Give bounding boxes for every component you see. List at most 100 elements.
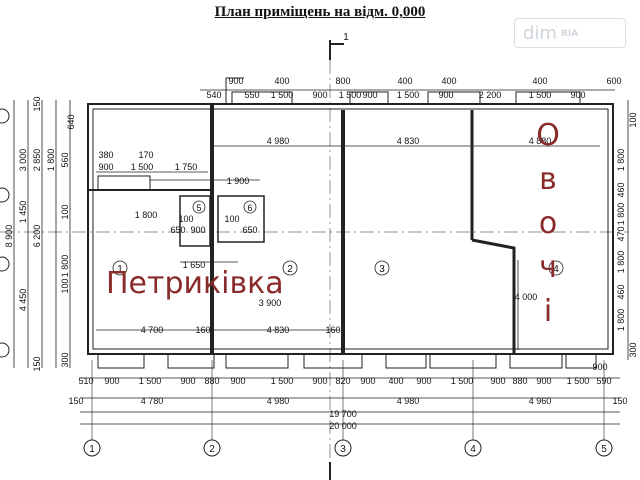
dimension-label: 900 xyxy=(360,376,375,386)
dimension-label: 1 800 xyxy=(616,251,626,274)
dimension-label: 100 xyxy=(178,214,193,224)
dimension-label: 160 xyxy=(195,325,210,335)
dimension-label: 1 500 xyxy=(339,90,362,100)
dimension-label: 900 xyxy=(190,225,205,235)
dimension-label: 510 xyxy=(78,376,93,386)
dimension-label: 1 800 xyxy=(616,309,626,332)
dimension-label: 150 xyxy=(32,356,42,371)
dimension-label: 650 xyxy=(170,225,185,235)
dimension-label: 4 960 xyxy=(529,396,552,406)
dimension-label: 400 xyxy=(441,76,456,86)
dimension-label: 4 830 xyxy=(397,136,420,146)
dimension-label: 150 xyxy=(32,96,42,111)
dimension-label: 4 450 xyxy=(18,289,28,312)
dimension-label: 2 200 xyxy=(479,90,502,100)
produce-letter: в xyxy=(539,162,557,197)
dimension-label: 470 xyxy=(616,226,626,241)
dimension-label: 800 xyxy=(335,76,350,86)
dimension-label: 6 200 xyxy=(32,225,42,248)
dimension-label: 1 450 xyxy=(18,201,28,224)
dimension-label: 160 xyxy=(325,325,340,335)
dimension-label: 640 xyxy=(66,114,76,129)
room-number-4: 4 xyxy=(553,264,559,275)
room-number-3: 3 xyxy=(379,264,385,275)
produce-letter: і xyxy=(543,294,553,329)
dimension-label: 650 xyxy=(242,225,257,235)
dimension-label: 1 800 xyxy=(46,149,56,172)
produce-overlay: О в о ч і xyxy=(528,114,568,334)
dimension-label: 4 700 xyxy=(141,325,164,335)
watermark-sub: RIA xyxy=(560,29,579,39)
dimension-label: 100 xyxy=(628,112,638,127)
dimension-label: 1 900 xyxy=(227,176,250,186)
axis-label-1: 1 xyxy=(89,444,95,455)
dimension-label: 1 650 xyxy=(183,260,206,270)
dimension-label: 4 980 xyxy=(397,396,420,406)
dimension-label: 1 500 xyxy=(397,90,420,100)
dimension-label: 19 700 xyxy=(329,409,357,419)
dimension-label: 150 xyxy=(68,396,83,406)
dimension-label: 400 xyxy=(532,76,547,86)
dimension-label: 8 900 xyxy=(4,225,14,248)
dimension-label: 380 xyxy=(98,150,113,160)
dimension-label: 900 xyxy=(490,376,505,386)
dimension-label: 1 800 xyxy=(135,210,158,220)
dimension-label: 3 000 xyxy=(18,149,28,172)
dimension-label: 1 500 xyxy=(529,90,552,100)
dimension-label: 550 xyxy=(244,90,259,100)
dimension-label: 300 xyxy=(628,342,638,357)
dimension-label: 1 800 xyxy=(616,203,626,226)
dimension-label: 900 xyxy=(230,376,245,386)
dimension-label: 4 830 xyxy=(267,325,290,335)
column-axis-bubbles xyxy=(0,108,613,457)
dimension-label: 900 xyxy=(570,90,585,100)
axis-label-2: 2 xyxy=(209,444,215,455)
dimension-label: 1 500 xyxy=(271,376,294,386)
shop-name-overlay: Петриківка xyxy=(106,266,284,301)
room-number-2: 2 xyxy=(287,264,293,275)
produce-letter: о xyxy=(538,206,558,241)
room-number-5: 5 xyxy=(196,203,201,213)
dimension-label: 4 780 xyxy=(141,396,164,406)
dimension-label: 170 xyxy=(138,150,153,160)
dimension-label: 1 500 xyxy=(139,376,162,386)
dimension-label: 600 xyxy=(606,76,621,86)
dimension-label: 880 xyxy=(512,376,527,386)
dimension-label: 880 xyxy=(204,376,219,386)
dimension-label: 900 xyxy=(104,376,119,386)
dimension-label: 540 xyxy=(206,90,221,100)
produce-letter: О xyxy=(536,118,560,153)
dimension-label: 900 xyxy=(312,90,327,100)
axis-label-5: 5 xyxy=(601,444,607,455)
dimension-label: 900 xyxy=(228,76,243,86)
left-dimension-labels: 150 640 3 000 2 850 1 800 560 1 450 100 … xyxy=(4,96,76,371)
dimension-label: 900 xyxy=(438,90,453,100)
right-dimension-labels: 100 1 800 460 1 800 470 1 800 460 1 800 … xyxy=(616,112,638,357)
dimension-label: 3 900 xyxy=(259,298,282,308)
dimension-label: 560 xyxy=(60,152,70,167)
dimension-label: 400 xyxy=(274,76,289,86)
dimension-label: 1 500 xyxy=(567,376,590,386)
dimension-label: 1 500 xyxy=(131,162,154,172)
watermark-brand: dim xyxy=(523,23,557,44)
dimension-label: 100 xyxy=(60,204,70,219)
dimension-label: 900 xyxy=(180,376,195,386)
dimension-label: 4 000 xyxy=(515,292,538,302)
dimension-label: 300 xyxy=(60,352,70,367)
axis-label-4: 4 xyxy=(470,444,476,455)
dimension-label: 1 500 xyxy=(451,376,474,386)
dimension-label: 900 xyxy=(592,362,607,372)
dimension-label: 400 xyxy=(388,376,403,386)
section-mark: 1 xyxy=(343,32,349,43)
plan-title: План приміщень на відм. 0,000 xyxy=(214,4,426,20)
room-6-walls xyxy=(217,195,265,243)
dimension-label: 150 xyxy=(612,396,627,406)
dimension-label: 4 880 xyxy=(529,136,552,146)
dimension-label: 4 980 xyxy=(267,136,290,146)
dimension-label: 4 980 xyxy=(267,396,290,406)
dimension-label: 900 xyxy=(312,376,327,386)
dimension-label: 820 xyxy=(335,376,350,386)
dimension-label: 2 850 xyxy=(32,149,42,172)
